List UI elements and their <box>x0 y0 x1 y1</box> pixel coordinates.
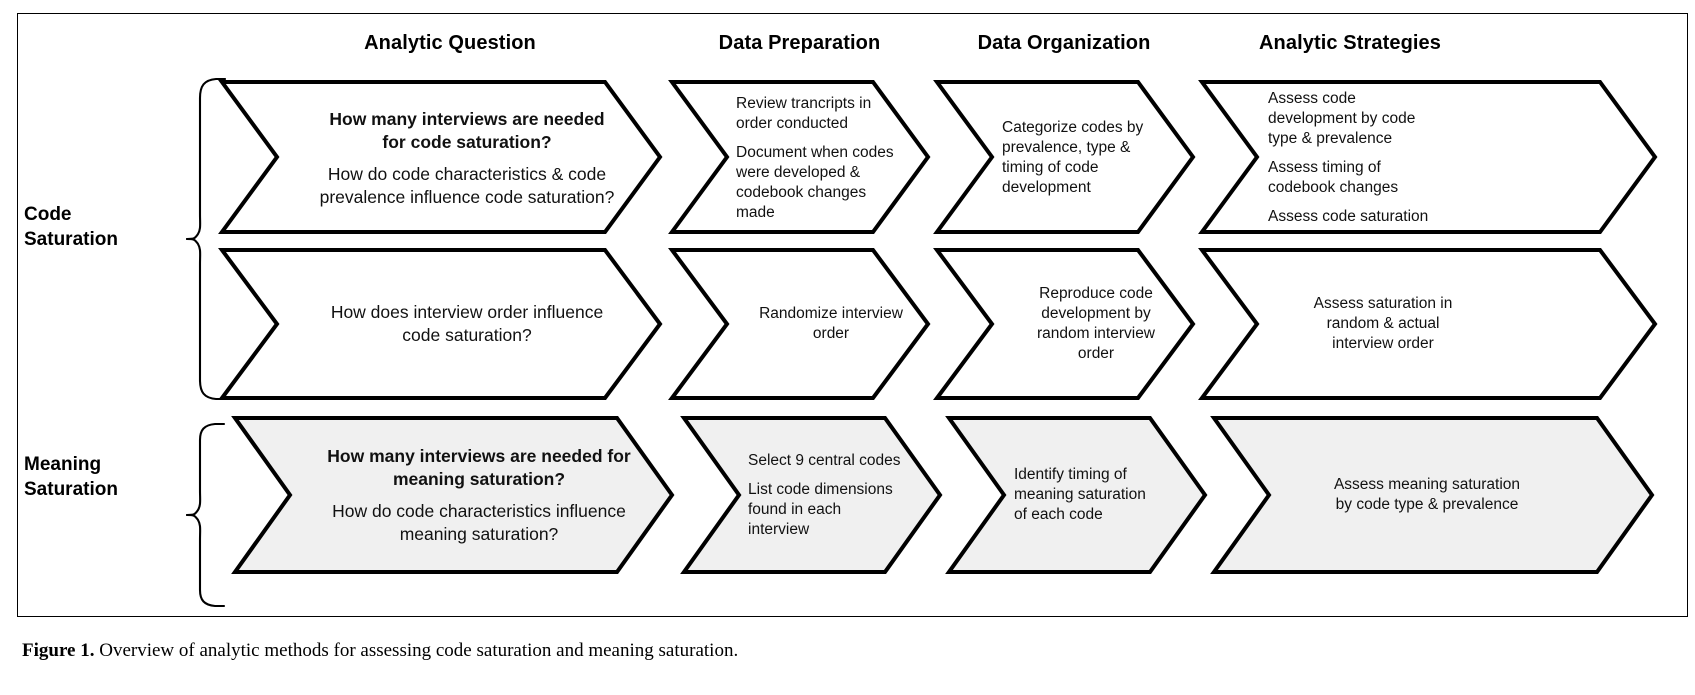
cell-line: development <box>1002 179 1091 196</box>
cell-line: order <box>812 325 850 342</box>
cell-line: made <box>736 203 775 221</box>
cell-r2-analytic-question: How does interview order influence code … <box>288 252 646 396</box>
cell-line: Assess code saturation <box>1268 208 1429 225</box>
cell-r3-data-organization: Identify timing of meaning saturation of… <box>1014 420 1206 570</box>
cell-line: codebook changes <box>1268 179 1399 196</box>
column-header-data-organization: Data Organization <box>977 32 1151 54</box>
cell-line: Randomize interview <box>759 305 903 322</box>
cell-line: code saturation? <box>402 325 532 345</box>
cell-line: by code type & prevalence <box>1335 496 1519 513</box>
cell-line: development by code <box>1268 110 1416 127</box>
cell-line: development by <box>1041 305 1151 322</box>
cell-r2-data-organization: Reproduce code development by random int… <box>1000 252 1192 396</box>
cell-line: random & actual <box>1326 315 1440 332</box>
cell-line: How do code characteristics influence <box>332 500 626 521</box>
cell-line: How do code characteristics & code <box>327 163 607 184</box>
cell-r1-analytic-strategies: Assess code development by code type & p… <box>1268 84 1528 232</box>
group-label-line2: Saturation <box>24 479 118 500</box>
spacer <box>1268 149 1528 158</box>
spacer <box>748 471 940 480</box>
figure-caption-label: Figure 1. <box>22 640 95 661</box>
cell-line: of each code <box>1014 506 1103 523</box>
cell-line: How many interviews are needed for <box>327 445 631 466</box>
cell-line: List code dimensions <box>748 480 893 498</box>
cell-line: order conducted <box>736 114 849 132</box>
brace-meaning-saturation <box>186 422 226 608</box>
brace-code-saturation <box>186 77 226 401</box>
cell-line: random interview <box>1036 325 1156 342</box>
cell-line: codebook changes <box>736 183 867 201</box>
cell-r3-data-preparation: Select 9 central codes List code dimensi… <box>748 420 940 570</box>
cell-line: meaning saturation? <box>392 468 566 489</box>
group-label-code-saturation: Code Saturation <box>24 202 174 252</box>
cell-line: Assess meaning saturation <box>1333 476 1521 493</box>
cell-line: type & prevalence <box>1268 130 1393 147</box>
cell-line: meaning saturation <box>1014 486 1146 503</box>
cell-line: order <box>1077 345 1115 362</box>
cell-line: Select 9 central codes <box>748 451 901 469</box>
cell-r1-data-preparation: Review trancripts in order conducted Doc… <box>736 84 926 232</box>
cell-r3-analytic-question: How many interviews are needed for meani… <box>300 420 658 570</box>
cell-r2-data-preparation: Randomize interview order <box>736 252 926 396</box>
cell-r1-data-organization: Categorize codes by prevalence, type & t… <box>1002 84 1192 232</box>
spacer <box>288 154 646 163</box>
group-label-line1: Code <box>24 204 72 225</box>
cell-r1-analytic-question: How many interviews are needed for code … <box>288 84 646 232</box>
cell-line: Document when codes <box>736 143 894 161</box>
spacer <box>736 134 926 143</box>
cell-line: Assess code <box>1268 90 1356 107</box>
cell-line: How does interview order influence <box>330 302 604 322</box>
cell-line: Categorize codes by <box>1002 119 1144 136</box>
group-label-line1: Meaning <box>24 454 102 475</box>
spacer <box>300 491 658 500</box>
cell-line: for code saturation? <box>382 131 552 152</box>
cell-line: Identify timing of <box>1014 466 1127 483</box>
column-header-analytic-strategies: Analytic Strategies <box>1259 32 1441 54</box>
spacer <box>1268 198 1528 207</box>
column-header-analytic-question: Analytic Question <box>364 32 536 54</box>
figure-caption-text: Overview of analytic methods for assessi… <box>99 640 739 661</box>
cell-line: prevalence, type & <box>1002 139 1131 156</box>
cell-line: Assess saturation in <box>1313 295 1453 312</box>
group-label-meaning-saturation: Meaning Saturation <box>24 452 174 502</box>
cell-line: interview <box>748 520 810 538</box>
cell-line: prevalence influence code saturation? <box>319 186 615 207</box>
cell-r3-analytic-strategies: Assess meaning saturation by code type &… <box>1282 420 1572 570</box>
cell-line: interview order <box>1332 335 1434 352</box>
cell-line: Review trancripts in <box>736 94 872 112</box>
cell-r2-analytic-strategies: Assess saturation in random & actual int… <box>1268 252 1498 396</box>
cell-line: timing of code <box>1002 159 1099 176</box>
group-label-line2: Saturation <box>24 229 118 250</box>
cell-line: meaning saturation? <box>399 523 559 544</box>
cell-line: found in each <box>748 500 842 518</box>
cell-line: were developed & <box>736 163 861 181</box>
column-header-data-preparation: Data Preparation <box>718 32 881 54</box>
cell-line: Reproduce code <box>1039 285 1153 302</box>
figure-caption: Figure 1. Overview of analytic methods f… <box>22 640 1622 662</box>
cell-line: How many interviews are needed <box>329 108 605 129</box>
cell-line: Assess timing of <box>1268 159 1381 176</box>
